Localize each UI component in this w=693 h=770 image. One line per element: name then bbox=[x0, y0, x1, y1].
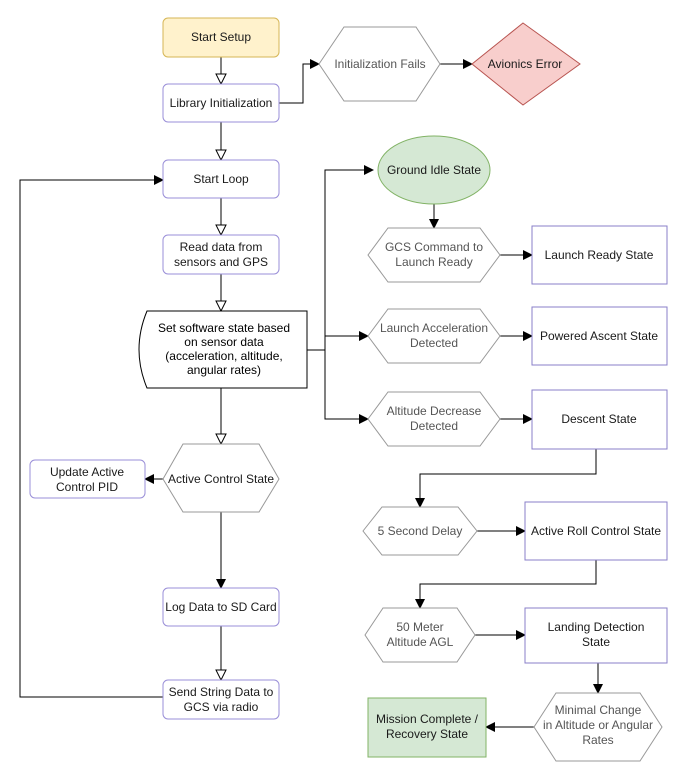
connectors bbox=[19, 57, 603, 732]
ground-idle-label: Ground Idle State bbox=[387, 163, 481, 177]
active-control-state-node: Active Control State bbox=[162, 443, 280, 513]
start-loop-node: Start Loop bbox=[162, 159, 280, 199]
edge-init-to-fails bbox=[279, 59, 320, 104]
send-data-label-line-1: Send String Data to bbox=[169, 685, 274, 699]
edge-set-to-ground-idle bbox=[307, 165, 374, 351]
edge-roll-to-fifty bbox=[415, 560, 597, 609]
log-data-node: Log Data to SD Card bbox=[162, 587, 280, 627]
active-roll-label: Active Roll Control State bbox=[531, 524, 661, 538]
init-fails-label: Initialization Fails bbox=[334, 57, 425, 71]
descent-node: Descent State bbox=[531, 389, 668, 450]
start-setup-node: Start Setup bbox=[162, 17, 280, 58]
launch-accel-label-line-1: Launch Acceleration bbox=[380, 321, 488, 335]
launch-ready-node: Launch Ready State bbox=[531, 225, 668, 285]
library-init-node: Library Initialization bbox=[162, 83, 280, 123]
fifty-meter-label-line-1: 50 Meter bbox=[396, 620, 443, 634]
edge-descent-to-delay bbox=[415, 449, 597, 508]
delay-node: 5 Second Delay bbox=[362, 506, 478, 556]
altitude-decrease-label-line-2: Detected bbox=[410, 419, 458, 433]
set-state-label-line-2: on sensor data bbox=[184, 335, 264, 349]
landing-detection-label-line-1: Landing Detection bbox=[548, 620, 645, 634]
edge-send-to-loop bbox=[19, 175, 164, 698]
set-state-label-line-1: Set software state based bbox=[158, 321, 290, 335]
update-pid-label-line-2: Control PID bbox=[56, 480, 118, 494]
mission-complete-label-line-2: Recovery State bbox=[386, 727, 468, 741]
delay-label: 5 Second Delay bbox=[378, 524, 463, 538]
launch-ready-label: Launch Ready State bbox=[545, 248, 654, 262]
send-data-node: Send String Data to GCS via radio bbox=[162, 679, 280, 720]
send-data-label-line-2: GCS via radio bbox=[184, 700, 259, 714]
read-data-label-line-2: sensors and GPS bbox=[174, 255, 268, 269]
read-data-label-line-1: Read data from bbox=[180, 240, 263, 254]
update-pid-node: Update Active Control PID bbox=[29, 459, 146, 499]
minimal-change-label-line-1: Minimal Change bbox=[555, 703, 642, 717]
minimal-change-label-line-3: Rates bbox=[582, 733, 613, 747]
launch-accel-node: Launch Acceleration Detected bbox=[367, 308, 501, 364]
fifty-meter-label-line-2: Altitude AGL bbox=[387, 635, 454, 649]
mission-complete-label-line-1: Mission Complete / bbox=[376, 712, 479, 726]
powered-ascent-label: Powered Ascent State bbox=[540, 329, 658, 343]
minimal-change-node: Minimal Change in Altitude or Angular Ra… bbox=[533, 692, 663, 762]
set-state-node: Set software state based on sensor data … bbox=[138, 310, 308, 389]
active-roll-node: Active Roll Control State bbox=[524, 501, 668, 561]
active-control-state-label: Active Control State bbox=[168, 472, 274, 486]
update-pid-label-line-1: Update Active bbox=[50, 465, 124, 479]
gcs-command-label-line-2: Launch Ready bbox=[395, 255, 472, 269]
set-state-label-line-4: angular rates) bbox=[187, 363, 261, 377]
fifty-meter-node: 50 Meter Altitude AGL bbox=[364, 607, 476, 663]
launch-accel-label-line-2: Detected bbox=[410, 336, 458, 350]
log-data-label: Log Data to SD Card bbox=[165, 600, 276, 614]
edge-set-to-altitude-decrease bbox=[324, 336, 369, 424]
landing-detection-label-line-2: State bbox=[582, 635, 610, 649]
mission-complete-node: Mission Complete / Recovery State bbox=[367, 697, 487, 758]
landing-detection-node: Landing Detection State bbox=[524, 607, 668, 664]
init-fails-node: Initialization Fails bbox=[318, 26, 441, 102]
altitude-decrease-node: Altitude Decrease Detected bbox=[367, 391, 501, 447]
powered-ascent-node: Powered Ascent State bbox=[531, 306, 668, 366]
start-setup-label: Start Setup bbox=[191, 30, 251, 44]
avionics-error-label: Avionics Error bbox=[488, 57, 562, 71]
descent-label: Descent State bbox=[561, 412, 637, 426]
library-init-label: Library Initialization bbox=[170, 96, 273, 110]
altitude-decrease-label-line-1: Altitude Decrease bbox=[387, 404, 482, 418]
avionics-error-node: Avionics Error bbox=[471, 22, 581, 106]
read-data-node: Read data from sensors and GPS bbox=[162, 234, 280, 275]
ground-idle-node: Ground Idle State bbox=[377, 135, 491, 205]
gcs-command-node: GCS Command to Launch Ready bbox=[367, 227, 501, 283]
start-loop-label: Start Loop bbox=[193, 172, 249, 186]
gcs-command-label-line-1: GCS Command to bbox=[385, 240, 483, 254]
set-state-label-line-3: (acceleration, altitude, bbox=[165, 349, 282, 363]
minimal-change-label-line-2: in Altitude or Angular bbox=[543, 718, 653, 732]
